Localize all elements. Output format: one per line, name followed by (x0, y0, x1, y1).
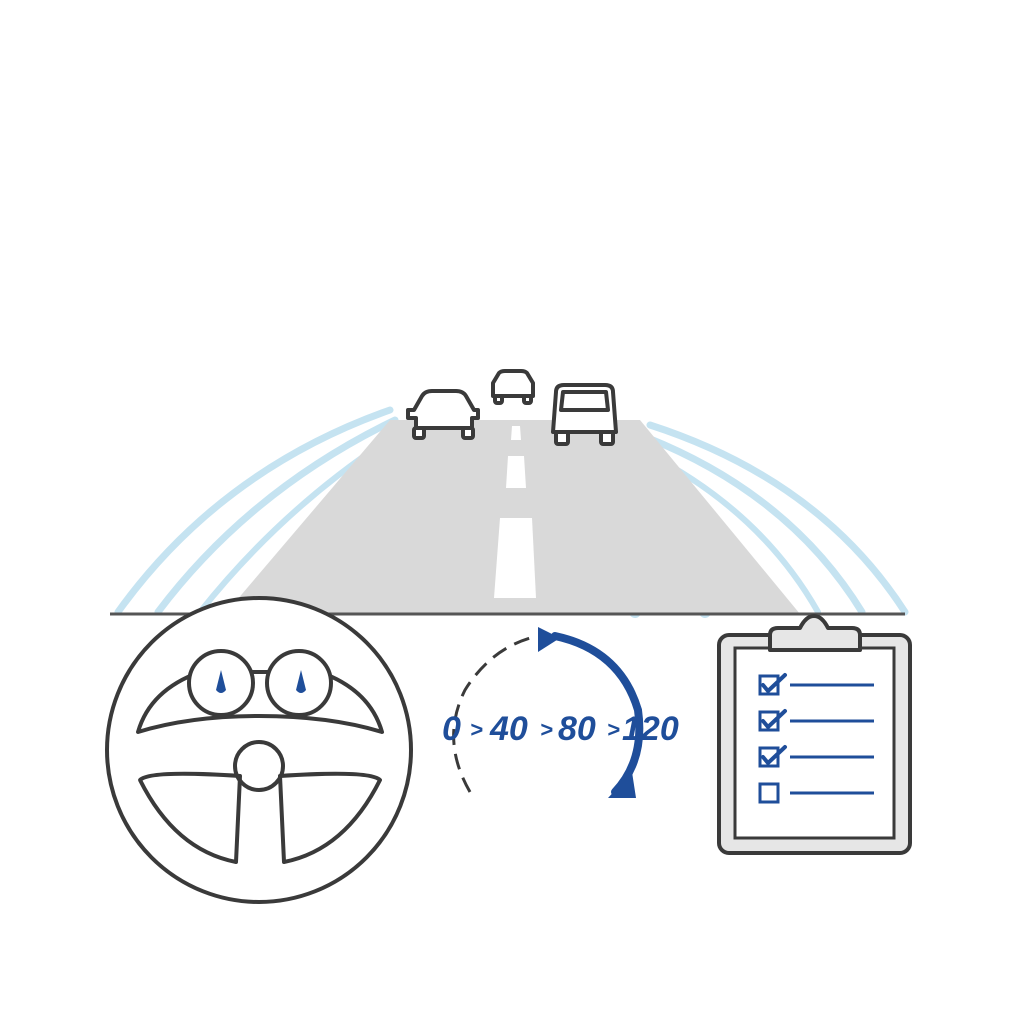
speed-separator: > (607, 717, 620, 742)
checklist-rows (758, 673, 874, 804)
lane-dash (506, 456, 526, 488)
lane-dash (513, 410, 519, 418)
clipboard-clip (768, 614, 862, 652)
speed-value: 40 (489, 710, 528, 748)
road (225, 420, 800, 614)
checklist-item (758, 782, 874, 804)
motion-line-right-2 (644, 434, 866, 616)
arc-solid (551, 632, 644, 796)
speed-separator: > (540, 717, 553, 742)
motion-line-left-1 (114, 406, 394, 616)
checkmark-icon (761, 673, 787, 693)
motion-line-left-2 (154, 416, 399, 616)
arrowhead-top (538, 627, 560, 652)
circular-arrow-icon (452, 627, 644, 798)
car-icon (551, 383, 618, 446)
gauge-icon (187, 649, 255, 717)
speed-sequence: 0 > 40 > 80 > 120 (442, 710, 679, 748)
clipboard-checklist-icon (717, 614, 912, 855)
motion-line-right-1 (646, 421, 909, 616)
checkmark-icon (761, 745, 787, 765)
speed-value: 0 (442, 710, 461, 748)
gauge-icon (265, 649, 333, 717)
car-icon (491, 369, 535, 405)
lane-dash (511, 426, 521, 440)
checklist-item (758, 673, 874, 696)
checklist-item (758, 709, 874, 732)
speed-separator: > (470, 717, 483, 742)
arc-dashed (452, 636, 531, 793)
checkmark-icon (761, 709, 787, 729)
speed-value: 120 (622, 710, 679, 748)
checklist-item (758, 745, 874, 768)
checkbox (758, 782, 780, 804)
steering-wheel-icon (105, 596, 413, 904)
speed-value: 80 (558, 710, 596, 748)
car-icon (406, 389, 480, 440)
lane-dash (494, 518, 536, 598)
arrowhead-bottom (608, 772, 636, 798)
lane-markings (494, 410, 536, 598)
